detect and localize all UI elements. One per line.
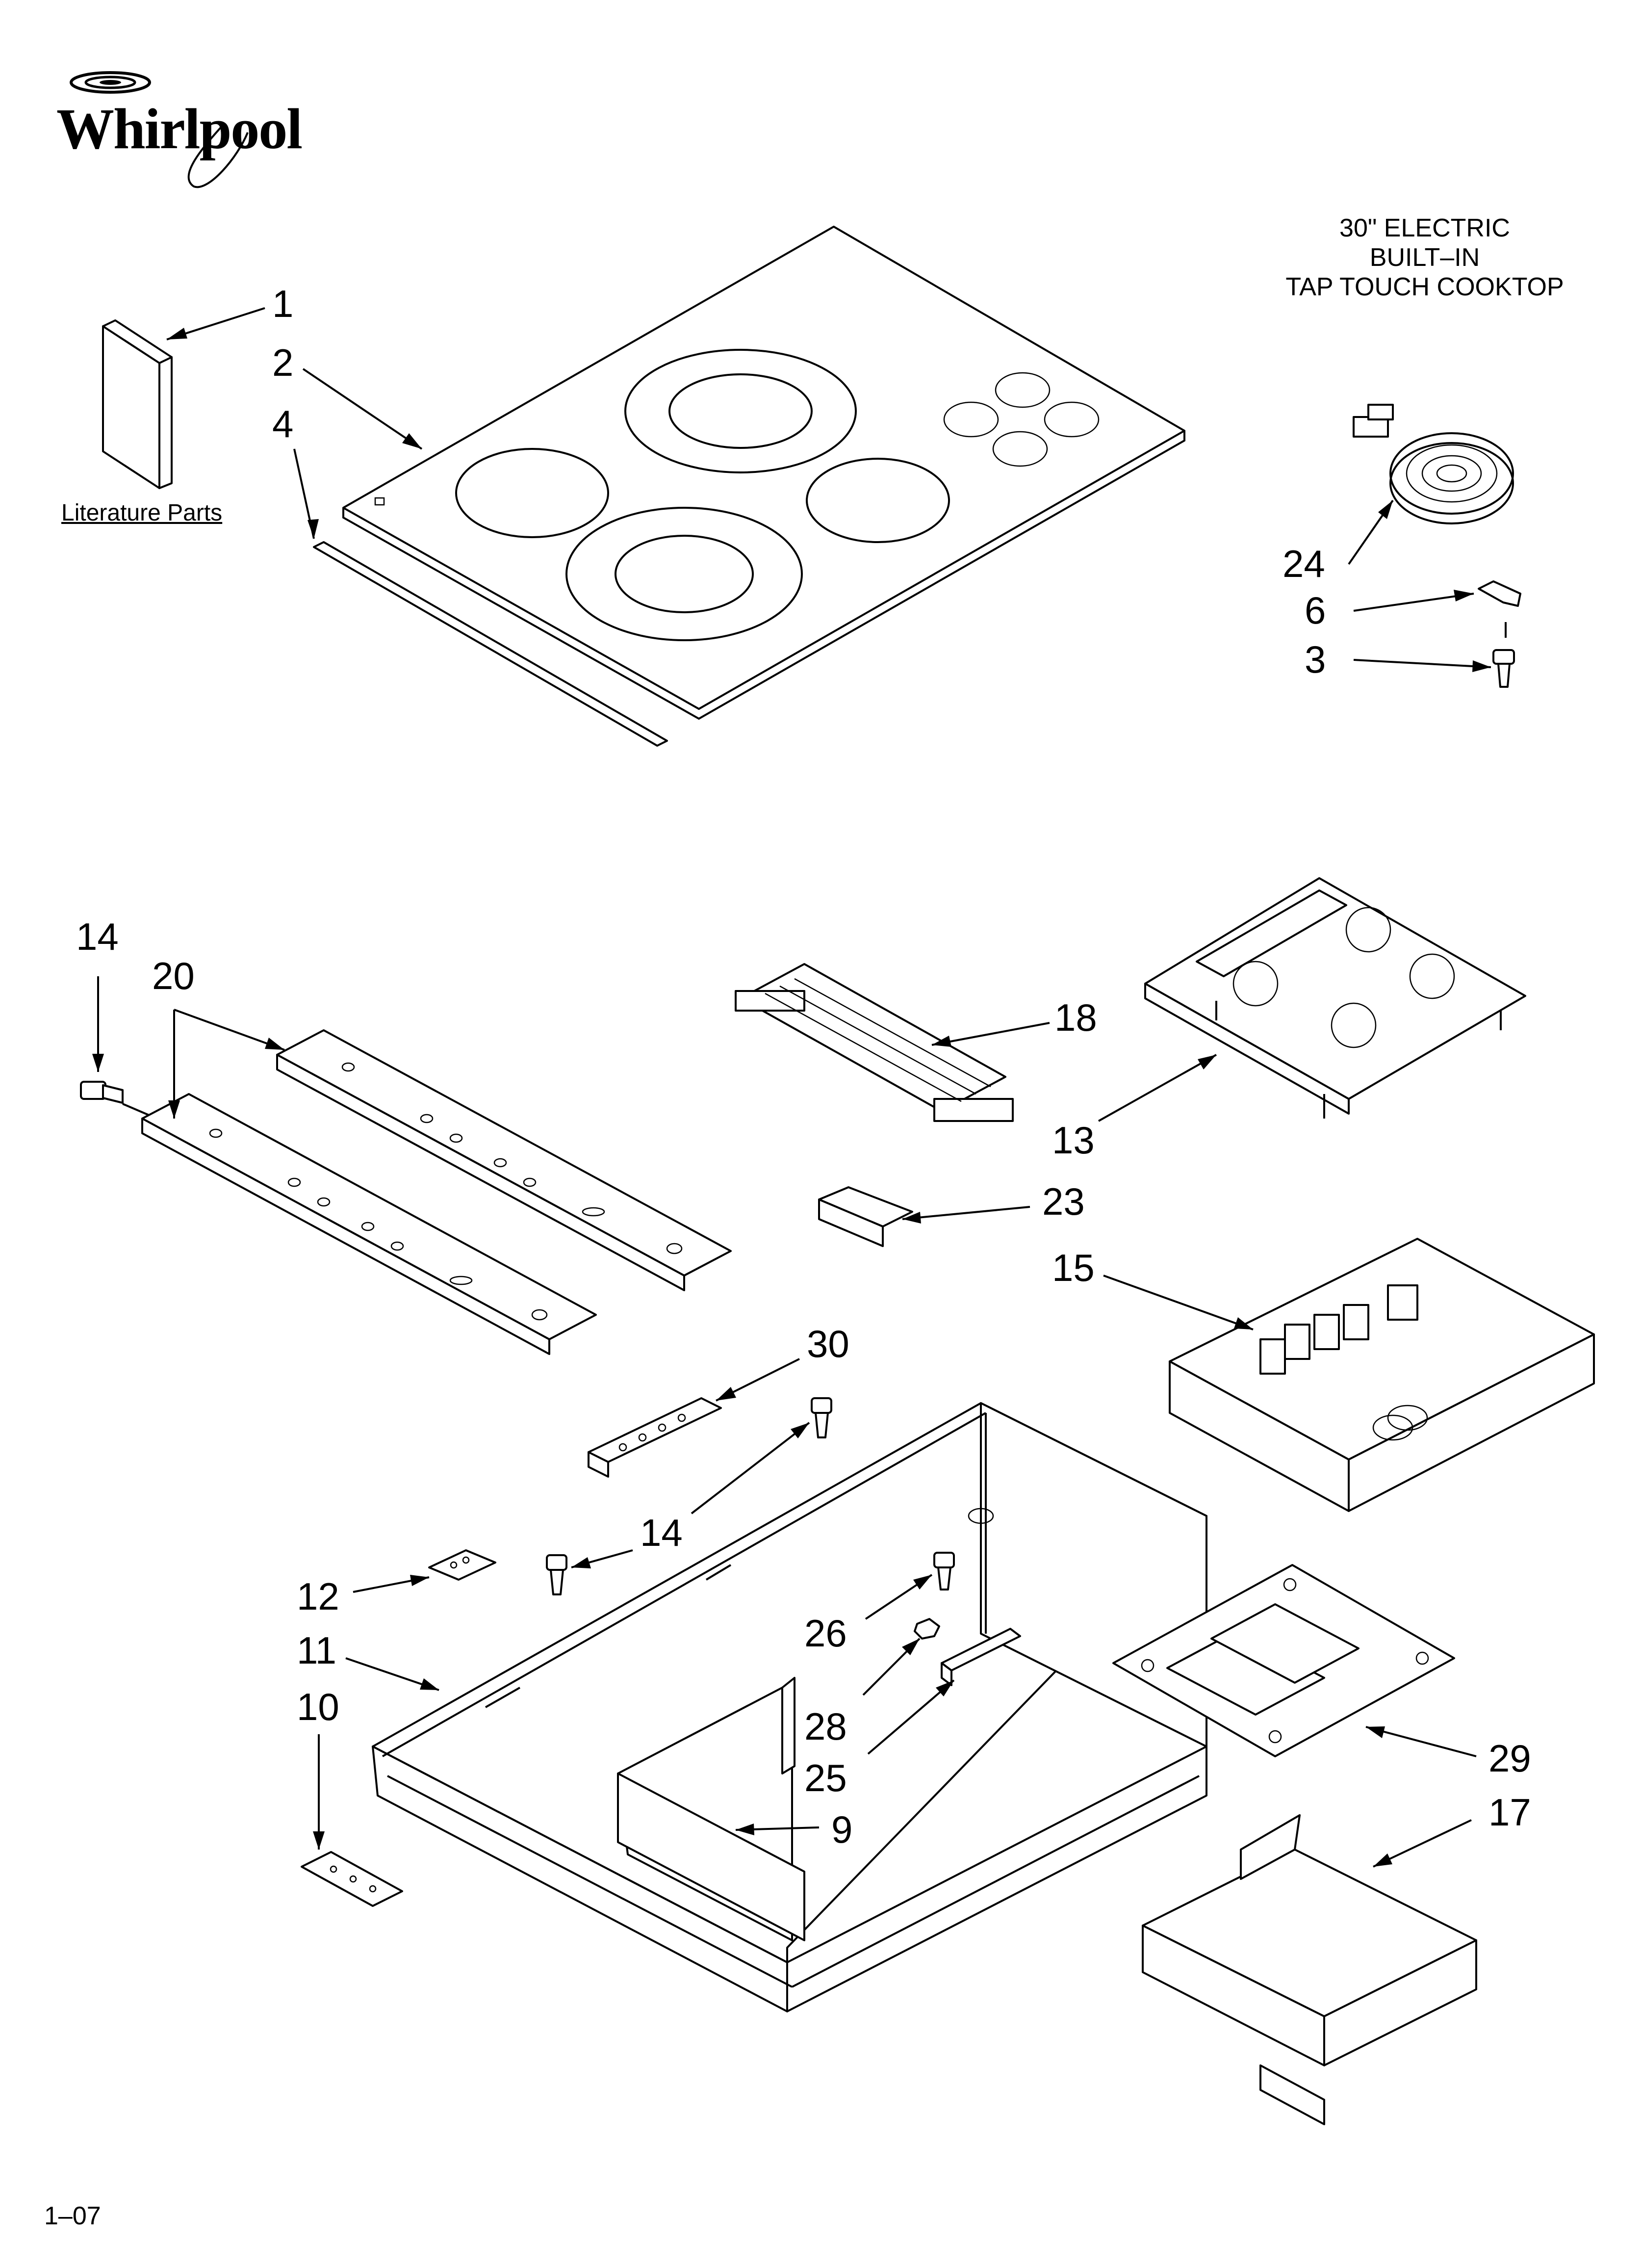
mounting-plate-small [301,1851,403,1907]
callout-6: 6 [1305,589,1326,632]
screw [1492,649,1515,688]
callout-12: 12 [297,1575,339,1618]
literature-parts-label: Literature Parts [61,500,223,526]
terminal-strip-bracket [588,1397,722,1478]
callout-2: 2 [272,341,294,384]
revision-code: 1–07 [44,2202,101,2230]
literature-booklet [102,319,173,489]
callout-25: 25 [804,1756,847,1799]
logo-swirl-icon [70,71,249,188]
callout-13: 13 [1052,1119,1095,1162]
ground-screw [933,1552,955,1590]
heat-shield [617,1677,805,1941]
brand-wordmark: Whirlpool [56,97,303,161]
callout-4: 4 [272,402,294,445]
callout-9: 9 [831,1808,853,1851]
screw-center [811,1397,832,1438]
relay-mounting-plate [1112,1564,1455,1757]
callout-23: 23 [1042,1180,1085,1223]
front-trim-strip [313,541,668,747]
cover-plate [428,1549,496,1581]
callout-20: 20 [152,954,195,997]
callout-11: 11 [297,1629,336,1672]
mounting-bracket-lower [141,1093,597,1355]
title-line-1: 30" ELECTRIC [1339,214,1510,242]
callout-30: 30 [807,1322,849,1365]
screw-left [80,1081,124,1104]
callout-1: 1 [272,282,294,325]
callout-3: 3 [1305,638,1326,681]
ribbon-cable [735,963,1014,1122]
glass-cooktop [342,226,1185,720]
callout-24: 24 [1283,542,1325,585]
screw-left-front [546,1554,567,1595]
callout-14-center: 14 [640,1511,683,1554]
callout-28: 28 [804,1705,847,1748]
element-clip [1478,580,1521,607]
surface-element [1353,404,1514,524]
callout-10: 10 [297,1685,339,1728]
leader-arrows [92,307,1491,1868]
callout-14-left: 14 [76,915,119,958]
terminal-block [941,1628,1021,1686]
callout-26: 26 [804,1612,847,1655]
touch-control-board [1144,877,1526,1119]
title-line-2: BUILT–IN [1369,243,1480,272]
callout-18: 18 [1054,996,1097,1039]
callout-15: 15 [1052,1246,1095,1289]
power-control-board [1169,1238,1595,1512]
junction-box [1142,1814,1477,2125]
hex-nut [914,1618,940,1640]
wire-clip-box [818,1186,913,1247]
diagram-title: 30" ELECTRIC BUILT–IN TAP TOUCH COOKTOP [1229,213,1621,302]
title-line-3: TAP TOUCH COOKTOP [1285,273,1564,301]
callout-29: 29 [1488,1737,1531,1780]
whirlpool-logo: Whirlpool [51,64,326,191]
mounting-bracket-upper [276,1029,732,1291]
callout-17: 17 [1488,1791,1531,1834]
